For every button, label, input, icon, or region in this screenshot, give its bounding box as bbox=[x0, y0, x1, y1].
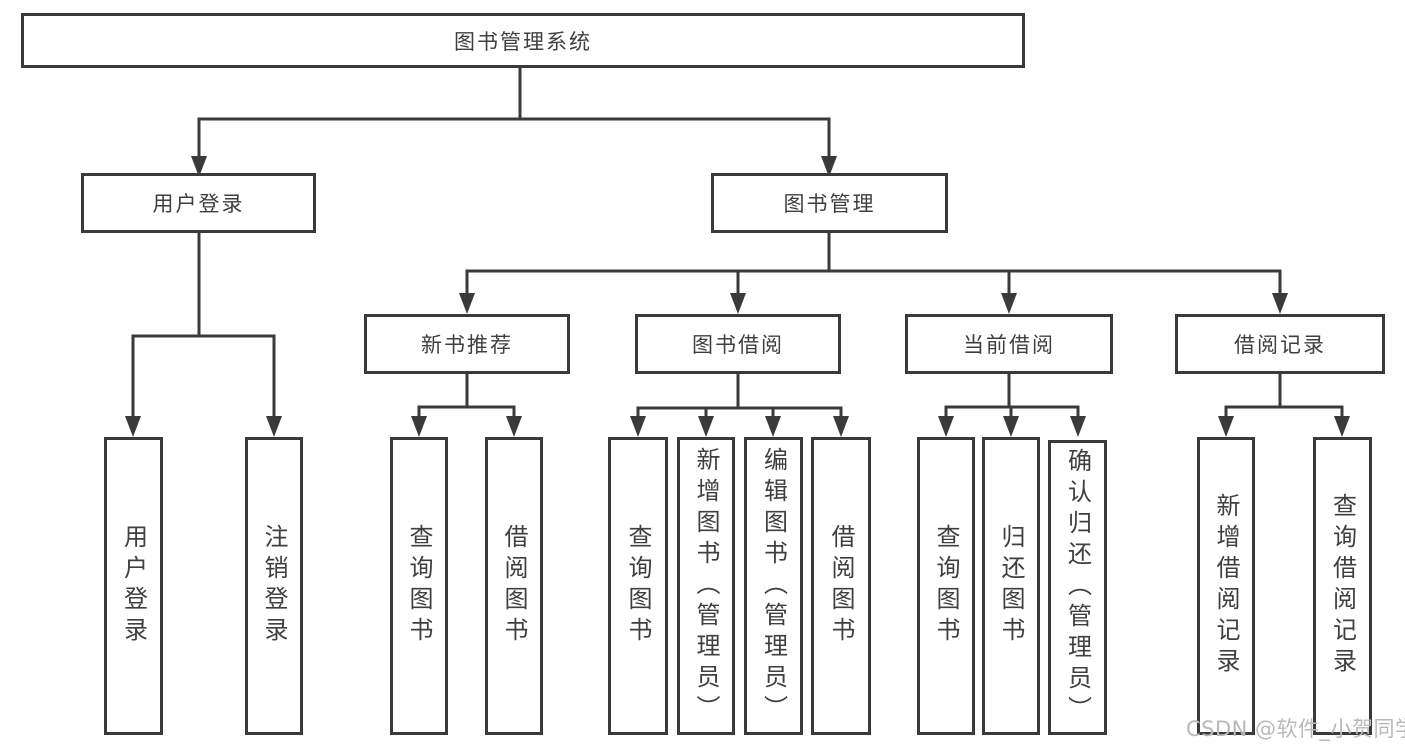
leaf-borrow-add-books-admin: 新增图书（管理员） bbox=[677, 437, 735, 735]
leaf-records-query-record: 查询借阅记录 bbox=[1313, 437, 1372, 735]
arrow-down-icon bbox=[1003, 416, 1019, 437]
arrow-down-icon bbox=[1001, 293, 1017, 314]
arrow-down-icon bbox=[506, 416, 522, 437]
arrow-down-icon bbox=[630, 416, 646, 437]
arrow-down-icon bbox=[821, 156, 837, 177]
leaf-user-login: 用户登录 bbox=[104, 437, 163, 735]
node-current-borrow: 当前借阅 bbox=[905, 314, 1113, 374]
leaf-borrow-query-books: 查询图书 bbox=[608, 437, 668, 735]
arrow-down-icon bbox=[1218, 416, 1234, 437]
connector-manage-to-level3 bbox=[465, 233, 1282, 296]
arrow-down-icon bbox=[730, 293, 746, 314]
arrow-down-icon bbox=[938, 416, 954, 437]
leaf-borrow-edit-books-admin: 编辑图书（管理员） bbox=[744, 437, 803, 735]
arrow-down-icon bbox=[1070, 416, 1086, 437]
arrow-down-icon bbox=[833, 416, 849, 437]
arrow-down-icon bbox=[125, 416, 141, 437]
node-user-login: 用户登录 bbox=[81, 173, 316, 233]
connector-login-to-leaves bbox=[131, 233, 276, 419]
arrow-down-icon bbox=[266, 416, 282, 437]
leaf-recommend-borrow-books: 借阅图书 bbox=[485, 437, 543, 735]
arrow-down-icon bbox=[459, 293, 475, 314]
leaf-current-query-books: 查询图书 bbox=[917, 437, 975, 735]
leaf-logout: 注销登录 bbox=[245, 437, 303, 735]
leaf-recommend-query-books: 查询图书 bbox=[390, 437, 448, 735]
arrow-down-icon bbox=[1334, 416, 1350, 437]
arrow-down-icon bbox=[191, 156, 207, 177]
arrow-down-icon bbox=[698, 416, 714, 437]
arrow-down-icon bbox=[411, 416, 427, 437]
node-root: 图书管理系统 bbox=[21, 13, 1025, 68]
watermark: CSDN @软件_小贺同学 bbox=[1186, 717, 1405, 741]
arrow-down-icon bbox=[1272, 293, 1288, 314]
connector-recommend-to-leaves bbox=[417, 374, 516, 420]
node-book-manage: 图书管理 bbox=[711, 173, 948, 233]
node-book-borrow: 图书借阅 bbox=[635, 314, 841, 374]
leaf-current-confirm-return-admin: 确认归还（管理员） bbox=[1048, 440, 1107, 735]
arrow-down-icon bbox=[765, 416, 781, 437]
leaf-current-return-books: 归还图书 bbox=[982, 437, 1040, 735]
connector-root-to-level2 bbox=[197, 68, 831, 158]
connector-borrow-to-leaves bbox=[636, 374, 843, 420]
leaf-records-add-record: 新增借阅记录 bbox=[1197, 437, 1255, 735]
connector-records-to-leaves bbox=[1224, 374, 1344, 420]
leaf-borrow-borrow-books: 借阅图书 bbox=[811, 437, 871, 735]
node-borrow-records: 借阅记录 bbox=[1175, 314, 1385, 374]
node-new-book-recommend: 新书推荐 bbox=[364, 314, 570, 374]
connector-current-to-leaves bbox=[944, 374, 1080, 420]
